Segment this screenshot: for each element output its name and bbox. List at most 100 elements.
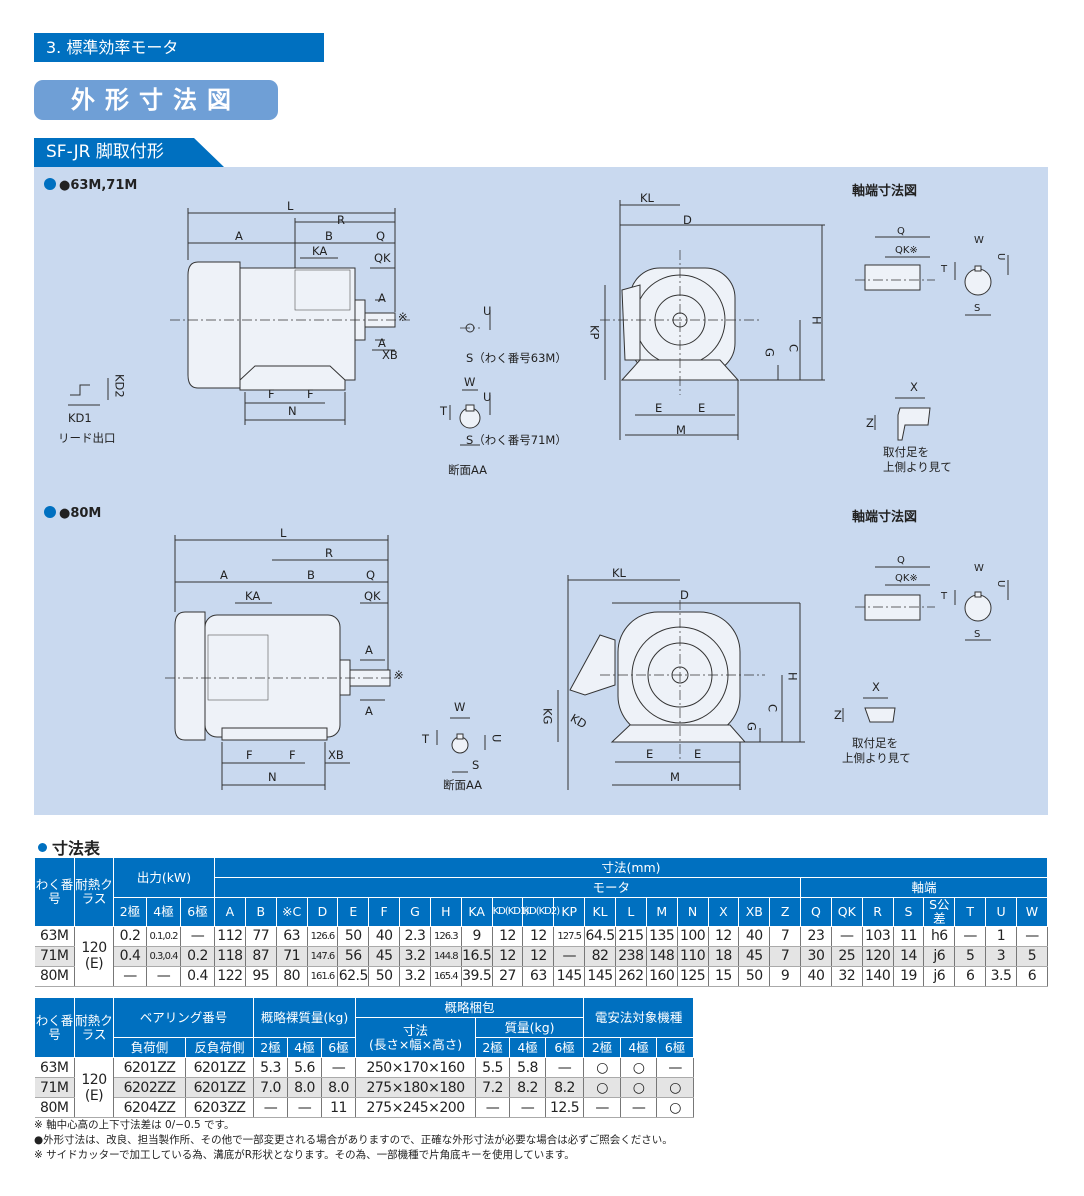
dim-cell: 95: [245, 966, 277, 987]
header-dim: Z: [769, 897, 802, 927]
dim-label: X: [910, 380, 918, 394]
header-pole: 6極: [321, 1037, 357, 1058]
dim-cell: 6: [1016, 966, 1049, 987]
dim-label: XB: [328, 748, 344, 762]
dim-cell: 3.2: [399, 946, 431, 967]
pack-mass-cell: —: [475, 1097, 511, 1118]
pack-mass-cell: 5.8: [509, 1057, 547, 1078]
dim-label: A: [220, 568, 228, 582]
frame-cell: 71M: [34, 946, 75, 967]
output-cell: —: [113, 966, 147, 987]
header-pole: 6極: [180, 897, 215, 927]
section-aa-label: 断面AA: [443, 778, 483, 792]
header-dim: R: [861, 897, 894, 927]
dim-cell: 161.6: [307, 966, 339, 987]
dim-label: W: [974, 563, 984, 574]
dim-label: QK: [374, 251, 391, 265]
dim-label: B: [307, 568, 315, 582]
header-pole: 2極: [583, 1037, 622, 1058]
dim-label: B: [325, 229, 333, 243]
dim-cell: 63: [522, 966, 555, 987]
header-dim: KD(KD1): [491, 897, 529, 927]
pse-cell: —: [620, 1097, 658, 1118]
motor-front-view-80m: [557, 575, 805, 790]
dim-cell: 11: [893, 926, 925, 947]
frame-cell: 71M: [34, 1077, 75, 1098]
dim-cell: —: [1016, 926, 1049, 947]
dim-label: S: [974, 303, 981, 314]
dim-label: D: [680, 588, 689, 602]
pse-cell: ○: [620, 1077, 658, 1098]
pse-cell: ○: [656, 1077, 695, 1098]
dim-cell: j6: [923, 966, 956, 987]
dim-label: QK※: [895, 573, 918, 584]
dim-label: A: [235, 229, 243, 243]
dim-cell: 140: [862, 966, 894, 987]
dim-cell: h6: [923, 926, 956, 947]
dim-cell: 127.5: [553, 926, 586, 947]
output-cell: 0.2: [113, 926, 147, 947]
dim-cell: 120: [862, 946, 894, 967]
dim-cell: 112: [214, 926, 246, 947]
header-dim: QK: [830, 897, 863, 927]
class-sub: (E): [84, 1087, 104, 1104]
dim-label: U: [483, 304, 492, 318]
dim-label: KG: [540, 708, 555, 725]
pse-cell: —: [656, 1057, 695, 1078]
dim-label: G: [744, 722, 759, 731]
output-cell: 0.4: [113, 946, 147, 967]
dim-cell: 18: [708, 946, 740, 967]
section-aa-label: 断面AA: [448, 463, 488, 477]
header-pole: 4極: [620, 1037, 658, 1058]
dim-cell: 40: [800, 966, 832, 987]
dim-cell: 15: [708, 966, 740, 987]
drawing1-heading: ●63M,71M: [44, 178, 137, 193]
dim-label: XB: [382, 348, 398, 362]
dim-cell: —: [831, 926, 863, 947]
pack-mass-cell: 5.5: [475, 1057, 511, 1078]
dim-cell: 71: [276, 946, 308, 967]
foot-note-label: 取付足を: [852, 736, 898, 750]
dim-label: R: [337, 213, 345, 227]
dim-cell: 145: [553, 966, 586, 987]
header-dim: KD(KD2): [522, 897, 560, 927]
header-dim: M: [645, 897, 678, 927]
frame-cell: 80M: [34, 1097, 75, 1118]
class-cell: 120(E): [74, 1057, 114, 1118]
dim-cell: 160: [646, 966, 678, 987]
dim-cell: 63: [276, 926, 308, 947]
dim-cell: 12: [708, 926, 740, 947]
header-dim: S公差: [923, 897, 956, 927]
header-pole: 2極: [253, 1037, 289, 1058]
dim-label: S（わく番号71M）: [466, 433, 567, 447]
dim-label: N: [268, 770, 277, 784]
shaft-end-heading-2: 軸端寸法図: [852, 510, 918, 525]
dim-label: F: [289, 748, 296, 762]
header-pole: 4極: [287, 1037, 323, 1058]
motor-side-view-80m: [165, 535, 400, 790]
class-value: 120: [81, 940, 107, 956]
dim-label: E: [655, 401, 663, 415]
dim-label: KA: [312, 244, 328, 258]
output-cell: 0.1,0.2: [146, 926, 181, 947]
output-cell: 0.4: [180, 966, 215, 987]
dim-cell: 215: [615, 926, 647, 947]
dim-label: E: [698, 401, 706, 415]
dim-label: ※: [394, 668, 404, 682]
note-keyway: ※ サイドカッターで加工している為、溝底がR形状となります。その為、一部機種で片…: [34, 1149, 575, 1161]
pse-cell: ○: [620, 1057, 658, 1078]
dim-label: U: [489, 734, 504, 743]
dim-label: T: [941, 264, 948, 275]
note-tolerance: ※ 軸中心高の上下寸法差は 0/−0.5 です。: [34, 1119, 235, 1131]
output-cell: —: [146, 966, 181, 987]
dim-label: W: [464, 375, 476, 389]
dim-label: H: [785, 672, 800, 681]
header-dim: XB: [738, 897, 771, 927]
output-cell: 0.3,0.4: [146, 946, 181, 967]
